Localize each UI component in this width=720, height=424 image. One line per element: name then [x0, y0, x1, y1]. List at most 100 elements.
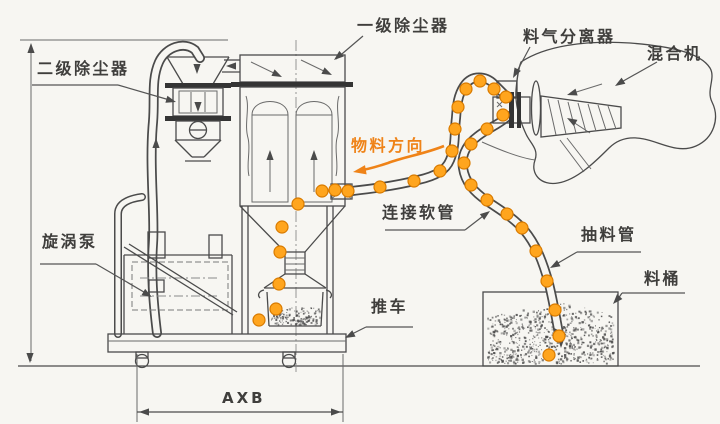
material-dot: [464, 178, 478, 192]
speckle: [510, 356, 513, 359]
speckle: [588, 310, 591, 313]
speckle: [524, 340, 527, 343]
speckle: [566, 358, 568, 361]
speckle: [569, 313, 571, 315]
speckle: [586, 358, 588, 360]
speckle: [506, 324, 509, 327]
speckle: [601, 350, 605, 353]
speckle: [281, 310, 284, 312]
speckle: [535, 355, 538, 358]
mixer-shape: [481, 41, 717, 185]
material-dot: [500, 207, 514, 221]
speckle: [597, 351, 600, 354]
arrowhead: [345, 330, 356, 338]
material-dot: [252, 313, 266, 327]
speckle: [517, 349, 520, 351]
speckle: [589, 352, 591, 354]
speckle: [529, 320, 532, 324]
cart-handle: [114, 193, 146, 338]
material-dot: [451, 100, 465, 114]
speckle: [512, 360, 516, 364]
speckle: [293, 317, 295, 319]
speckle: [510, 348, 513, 352]
material-dot: [448, 122, 462, 136]
material-dot: [373, 180, 387, 194]
speckle: [546, 329, 548, 331]
speckle: [310, 307, 313, 310]
speckle: [531, 361, 533, 363]
speckle: [491, 325, 494, 328]
material-dot: [315, 184, 329, 198]
speckle: [490, 353, 493, 356]
speckle: [549, 344, 551, 346]
speckle: [298, 312, 300, 315]
speckle: [585, 322, 587, 324]
speckle: [527, 360, 531, 363]
speckle: [493, 331, 496, 334]
speckle: [530, 346, 532, 348]
speckle: [515, 337, 517, 339]
speckle: [533, 359, 536, 361]
speckle: [493, 345, 496, 348]
speckle: [271, 317, 274, 319]
speckle: [501, 326, 504, 328]
speckle: [559, 358, 563, 361]
speckle: [538, 362, 540, 365]
speckle: [306, 320, 309, 323]
speckle: [524, 353, 528, 356]
speckle: [594, 325, 596, 327]
speckle: [316, 310, 318, 312]
speckle: [493, 335, 496, 338]
speckle: [511, 319, 513, 321]
speckle: [517, 359, 520, 361]
speckle: [491, 333, 493, 335]
speckle: [303, 307, 305, 309]
speckle: [579, 346, 582, 349]
speckle: [504, 350, 507, 353]
speckle: [280, 318, 282, 320]
speckle: [291, 307, 293, 309]
speckle: [573, 357, 575, 359]
speckle: [510, 353, 512, 355]
speckle: [512, 341, 515, 343]
speckle: [600, 329, 603, 332]
speckle: [507, 347, 509, 349]
label-material-direction: 物料方向: [351, 136, 425, 155]
speckle: [600, 348, 603, 351]
speckle: [607, 344, 609, 346]
speckle: [497, 345, 500, 348]
speckle: [520, 318, 523, 321]
speckle: [315, 320, 318, 323]
speckle: [566, 342, 568, 345]
speckle: [539, 328, 541, 331]
speckle: [489, 353, 491, 355]
speckle: [317, 308, 320, 311]
speckle: [286, 318, 288, 320]
speckle: [279, 313, 282, 316]
speckle: [298, 315, 301, 318]
speckle: [296, 319, 300, 322]
speckle: [294, 310, 296, 312]
speckle: [557, 358, 560, 361]
label-cart: 推车: [371, 297, 408, 316]
speckle: [543, 340, 545, 343]
speckle: [576, 338, 579, 341]
speckle: [522, 327, 525, 330]
speckle: [538, 352, 541, 355]
speckle: [499, 341, 502, 344]
speckle: [541, 359, 544, 362]
speckle: [309, 316, 312, 319]
speckle: [596, 358, 599, 360]
speckle: [566, 357, 568, 359]
speckle: [529, 347, 532, 350]
speckle: [527, 312, 530, 315]
arrowhead: [141, 288, 152, 297]
speckle: [492, 330, 495, 334]
speckle: [551, 342, 553, 345]
speckle: [574, 349, 576, 351]
speckle: [300, 317, 303, 320]
speckle: [554, 346, 557, 349]
speckle: [281, 315, 283, 318]
speckle: [589, 353, 592, 357]
speckle: [488, 359, 490, 361]
